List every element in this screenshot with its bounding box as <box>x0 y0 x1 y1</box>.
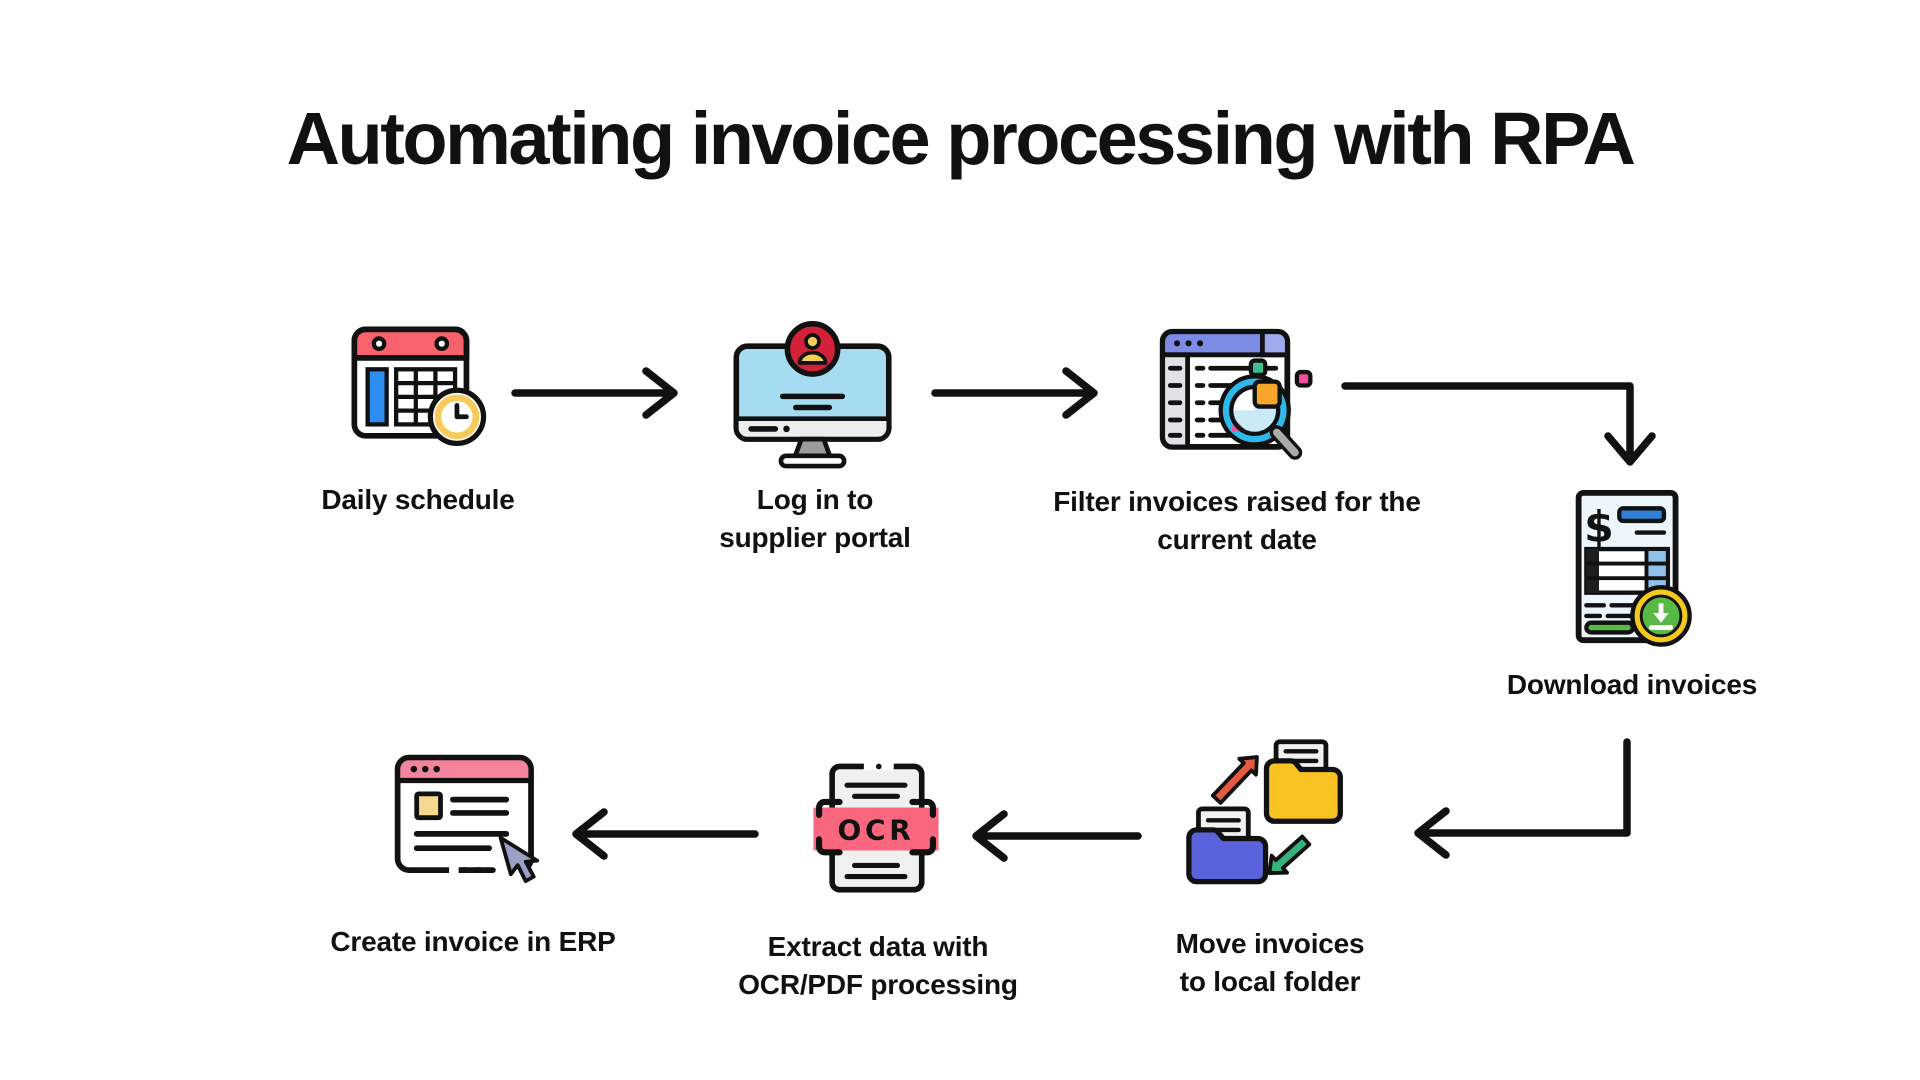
arrow-move-to-extract-icon <box>972 810 1142 862</box>
step-label-filter-invoices: Filter invoices raised for the current d… <box>1053 486 1421 555</box>
yellow-folder-icon <box>1263 739 1343 824</box>
down-arrow-icon <box>1267 834 1312 875</box>
ocr-label: OCR <box>837 813 914 846</box>
invoice-download-icon: $ <box>1567 487 1693 647</box>
spreadsheet-search-icon <box>1155 322 1318 471</box>
arrow-filter-to-download-icon <box>1341 382 1656 466</box>
dollar-sign-icon: $ <box>1584 502 1614 552</box>
step-label-download-invoices: Download invoices <box>1506 669 1758 700</box>
folders-transfer-icon <box>1185 736 1348 897</box>
download-badge-icon <box>1630 585 1692 647</box>
browser-cursor-icon <box>390 750 552 893</box>
arrow-schedule-to-login-icon <box>511 367 678 419</box>
cursor-arrow-icon <box>498 835 540 884</box>
step-label-create-invoice: Create invoice in ERP <box>330 926 616 957</box>
scan-brackets-icon <box>816 798 936 856</box>
page-title: Automating invoice processing with RPA <box>286 97 1636 180</box>
step-label-move-invoices: Move invoices to local folder <box>1175 928 1365 997</box>
arrow-login-to-filter-icon <box>931 367 1098 419</box>
up-arrow-icon <box>1210 755 1259 805</box>
clock-icon <box>427 387 487 447</box>
step-label-extract-data: Extract data with OCR/PDF processing <box>738 931 1018 1000</box>
step-label-daily-schedule: Daily schedule <box>321 484 515 515</box>
user-avatar-icon <box>784 321 841 377</box>
arrow-extract-to-create-icon <box>572 808 759 860</box>
arrow-download-to-move-icon <box>1414 738 1631 859</box>
monitor-user-icon <box>727 320 899 469</box>
step-label-log-in: Log in to supplier portal <box>719 484 911 553</box>
calendar-clock-icon <box>343 318 493 451</box>
blue-folder-icon <box>1186 806 1269 885</box>
ocr-document-icon: OCR <box>806 758 946 900</box>
magnifier-icon <box>1218 374 1303 460</box>
ocr-band <box>813 807 939 851</box>
